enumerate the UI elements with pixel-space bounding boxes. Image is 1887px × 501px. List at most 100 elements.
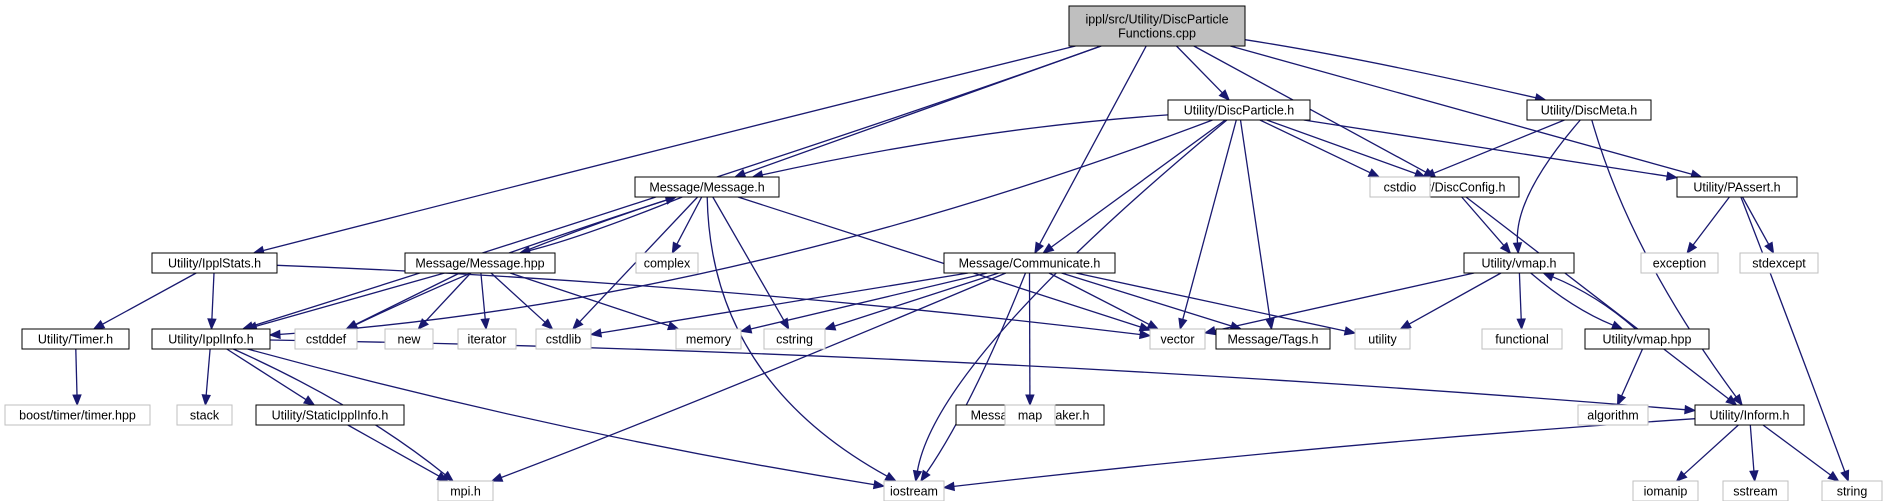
edge-communicate-to-memory (750, 272, 988, 330)
arrowhead-communicate-to-utility (1343, 326, 1357, 336)
node-message_hpp[interactable]: Message/Message.hpp (404, 252, 556, 274)
edge-message_hpp-to-cstdlib (490, 272, 546, 323)
node-label-vmap_hpp: Utility/vmap.hpp (1603, 333, 1692, 347)
node-cstdio: cstdio (1369, 176, 1431, 198)
edge-discmeta-to-cstdio (1433, 119, 1565, 174)
node-ipplstats[interactable]: Utility/IpplStats.h (151, 252, 278, 274)
arrowhead-message_hpp-to-cstdlib (541, 318, 554, 330)
arrowhead-message_h-to-iostream (884, 471, 897, 482)
edge-vmap_h-to-utility (1408, 272, 1502, 325)
node-vmap_h[interactable]: Utility/vmap.h (1463, 252, 1575, 274)
node-box-memory (675, 328, 742, 350)
edge-discparticle-to-vector (1182, 119, 1237, 320)
node-staticipplinfo[interactable]: Utility/StaticIpplInfo.h (255, 404, 405, 426)
arrowhead-communicate-to-iostream (920, 469, 931, 483)
edge-ipplinfo-to-staticipplinfo (226, 348, 307, 401)
node-discmeta[interactable]: Utility/DiscMeta.h (1526, 99, 1652, 121)
edge-vmap_hpp-to-algorithm (1621, 348, 1644, 397)
edge-communicate-to-utility (1075, 272, 1346, 332)
node-box-staticipplinfo (255, 404, 405, 426)
edge-vmap_hpp-to-vmap_h (1552, 276, 1637, 330)
node-label-communicate: Message/Communicate.h (959, 257, 1101, 271)
edge-message_hpp-to-cstddef (354, 272, 460, 326)
edge-vmap_h-to-vmap_hpp (1530, 272, 1614, 326)
node-label-algorithm: algorithm (1587, 409, 1638, 423)
edge-ipplinfo-to-iostream (247, 348, 875, 486)
arrowhead-communicate-to-cstring (823, 321, 837, 331)
edge-vmap_h-to-vector (1214, 272, 1475, 332)
node-label-functional: functional (1495, 333, 1549, 347)
node-box-discparticle (1167, 99, 1311, 121)
node-sstream: sstream (1722, 480, 1789, 501)
node-ipplinfo[interactable]: Utility/IpplInfo.h (151, 328, 271, 350)
arrowhead-message_h-to-cstdlib (571, 318, 584, 330)
edge-message_hpp-to-new (424, 272, 472, 323)
node-box-root (1068, 5, 1246, 47)
arrowhead-vmap_hpp-to-algorithm (1616, 393, 1627, 407)
node-label-root: Functions.cpp (1118, 27, 1196, 41)
node-timer[interactable]: Utility/Timer.h (21, 328, 130, 350)
arrowhead-discmeta-to-inform (1732, 393, 1743, 407)
node-box-message_h (634, 176, 780, 198)
node-iostream: iostream (883, 480, 945, 501)
arrowhead-root-to-discparticle (1218, 89, 1231, 101)
node-box-communicate (943, 252, 1116, 274)
node-passert[interactable]: Utility/PAssert.h (1676, 176, 1798, 198)
node-box-cstddef (294, 328, 358, 350)
arrowhead-ipplstats-to-vector (1139, 329, 1152, 340)
arrowhead-timer-to-boosttimer (72, 394, 82, 407)
node-inform[interactable]: Utility/Inform.h (1694, 404, 1805, 426)
node-discparticle[interactable]: Utility/DiscParticle.h (1167, 99, 1311, 121)
node-label-utility: utility (1368, 333, 1397, 347)
arrowhead-message_hpp-to-cstddef (345, 320, 358, 330)
node-memory: memory (675, 328, 742, 350)
node-label-message_hpp: Message/Message.hpp (415, 257, 544, 271)
arrowhead-discparticle-to-cstdio (1367, 168, 1381, 178)
node-box-cstring (763, 328, 826, 350)
node-utility: utility (1354, 328, 1411, 350)
arrowhead-staticipplinfo-to-mpi (436, 471, 449, 482)
node-root[interactable]: ippl/src/Utility/DiscParticleFunctions.c… (1068, 5, 1246, 47)
node-exception: exception (1640, 252, 1719, 274)
node-label-message_h: Message/Message.h (649, 181, 764, 195)
node-label-passert: Utility/PAssert.h (1693, 181, 1780, 195)
arrowhead-passert-to-exception (1686, 241, 1698, 255)
edge-discconfig-to-inform (1465, 196, 1729, 400)
edge-root-to-communicate (1039, 45, 1147, 245)
arrowhead-vmap_h-to-vector (1203, 325, 1217, 336)
node-label-cstdlib: cstdlib (546, 333, 581, 347)
node-label-discparticle: Utility/DiscParticle.h (1184, 104, 1294, 118)
edge-staticipplinfo-to-mpi (347, 424, 440, 477)
node-vector: vector (1149, 328, 1206, 350)
arrowhead-message_h-to-vector (1138, 322, 1152, 332)
node-box-cstdio (1369, 176, 1431, 198)
edge-discparticle-to-passert (1303, 119, 1668, 177)
node-new: new (384, 328, 434, 350)
node-functional: functional (1481, 328, 1563, 350)
edge-discconfig-to-vmap_h (1461, 196, 1505, 246)
edge-message_hpp-to-memory (509, 272, 670, 327)
node-label-root: ippl/src/Utility/DiscParticle (1085, 13, 1228, 27)
node-label-string: string (1837, 485, 1868, 499)
node-communicate[interactable]: Message/Communicate.h (943, 252, 1116, 274)
node-tags[interactable]: Message/Tags.h (1215, 328, 1331, 350)
node-cstdlib: cstdlib (535, 328, 592, 350)
node-box-complex (635, 252, 699, 274)
node-message_h[interactable]: Message/Message.h (634, 176, 780, 198)
node-box-ipplinfo (151, 328, 271, 350)
node-label-sstream: sstream (1733, 485, 1777, 499)
edge-passert-to-string (1740, 196, 1846, 472)
node-mpi: mpi.h (437, 480, 494, 501)
arrowhead-discconfig-to-vmap_h (1499, 241, 1512, 255)
node-vmap_hpp[interactable]: Utility/vmap.hpp (1584, 328, 1710, 350)
edge-inform-to-sstream (1749, 424, 1755, 472)
node-label-staticipplinfo: Utility/StaticIpplInfo.h (272, 409, 389, 423)
edge-root-to-ipplinfo (252, 45, 1102, 327)
arrowhead-discparticle-to-communicate (1042, 243, 1055, 254)
arrowhead-message_hpp-to-memory (666, 321, 680, 331)
node-box-stdexcept (1739, 252, 1819, 274)
node-stdexcept: stdexcept (1739, 252, 1819, 274)
edge-message_h-to-complex (676, 196, 703, 245)
node-label-ipplstats: Utility/IpplStats.h (168, 257, 261, 271)
arrowhead-ipplinfo-to-stack (201, 394, 211, 407)
